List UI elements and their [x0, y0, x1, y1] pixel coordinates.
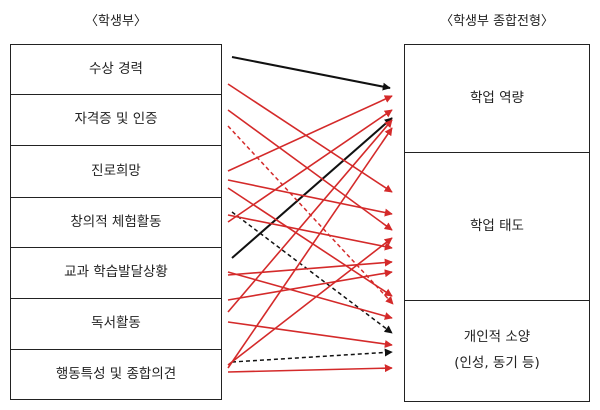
arrow-behavior-to-personal-dashed: [231, 348, 393, 363]
arrow-academic-to-personal: [227, 271, 393, 320]
left-item-label: 창의적 체험활동: [70, 213, 162, 230]
arrow-awards-to-competence: [231, 56, 391, 91]
left-item-awards: 수상 경력: [11, 45, 221, 94]
arrow-creative-to-attitude: [227, 214, 393, 251]
right-item-academic-attitude: 학업 태도: [405, 152, 589, 300]
arrow-behavior-to-attitude: [227, 237, 393, 366]
left-item-academic-progress: 교과 학습발달상황: [11, 247, 221, 298]
right-item-label: 학업 역량: [470, 89, 524, 106]
arrow-behavior-to-competence: [227, 127, 393, 369]
arrow-career-to-competence: [227, 95, 393, 172]
comprehensive-admission-column: 학업 역량 학업 태도 개인적 소양 (인성, 동기 등): [404, 44, 590, 402]
arrow-academic-progress-to-competence: [231, 117, 393, 259]
left-item-creative-activities: 창의적 체험활동: [11, 197, 221, 247]
left-item-certificates: 자격증 및 인증: [11, 94, 221, 145]
right-column-heading: 〈학생부 종합전형〉: [440, 14, 554, 29]
arrow-reading-to-personal: [227, 321, 393, 348]
left-item-label: 수상 경력: [89, 60, 143, 77]
left-item-reading: 독서활동: [11, 298, 221, 349]
arrow-creative-to-competence: [227, 109, 393, 223]
student-record-column: 수상 경력 자격증 및 인증 진로희망 창의적 체험활동 교과 학습발달상황 독…: [10, 44, 222, 400]
left-item-label: 독서활동: [91, 315, 141, 332]
left-item-label: 행동특성 및 종합의견: [55, 365, 177, 382]
left-item-label: 교과 학습발달상황: [64, 264, 168, 281]
arrow-certificates-to-personal-dashed: [227, 125, 394, 305]
left-item-label: 진로희망: [91, 162, 141, 179]
left-item-label: 자격증 및 인증: [74, 111, 158, 128]
arrow-career-to-attitude: [227, 179, 393, 217]
left-column-heading: 〈학생부〉: [85, 14, 147, 29]
left-item-career-hope: 진로희망: [11, 145, 221, 197]
right-item-sublabel: (인성, 동기 등): [454, 355, 540, 371]
arrow-reading-to-attitude: [227, 269, 393, 301]
arrow-creative-to-personal-dashed: [231, 211, 393, 334]
right-item-label: 학업 태도: [470, 217, 524, 234]
arrow-certificates-to-attitude: [227, 109, 393, 231]
arrow-awards-to-attitude: [227, 83, 393, 193]
right-item-academic-competence: 학업 역량: [405, 45, 589, 152]
right-item-personal-qualities: 개인적 소양 (인성, 동기 등): [405, 300, 589, 401]
arrow-career-to-personal: [227, 187, 393, 297]
arrow-reading-to-competence: [227, 119, 393, 313]
left-item-behavior-comments: 행동특성 및 종합의견: [11, 349, 221, 399]
right-item-label: 개인적 소양: [463, 329, 531, 346]
arrow-behavior-to-personal: [227, 364, 393, 373]
arrow-academic-to-attitude: [227, 258, 393, 276]
